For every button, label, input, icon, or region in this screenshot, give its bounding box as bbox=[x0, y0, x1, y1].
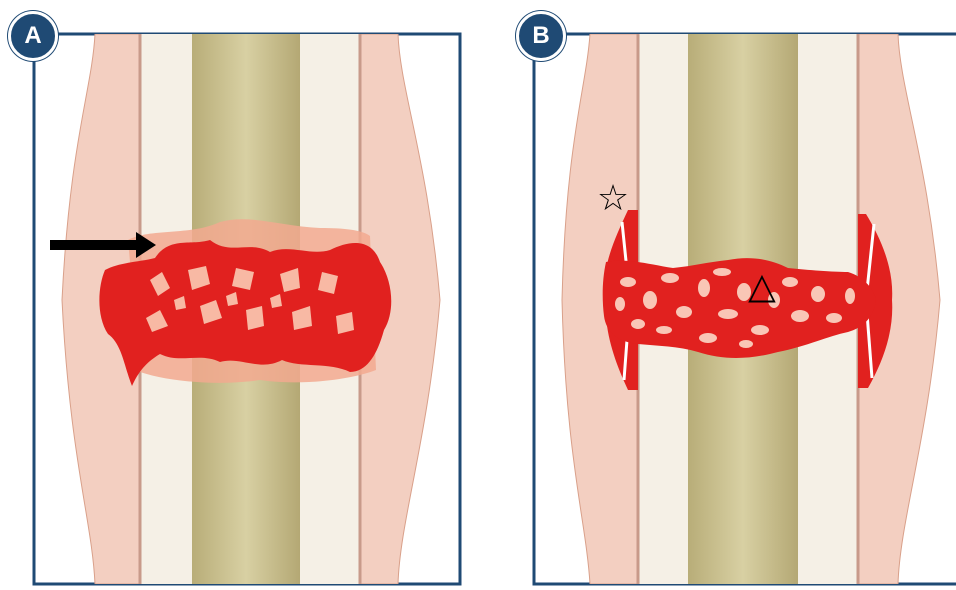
panel-a-illustration bbox=[0, 0, 478, 590]
triangle-marker: △ bbox=[748, 266, 776, 307]
panel-label-a: A bbox=[8, 11, 58, 61]
panel-label-b: B bbox=[516, 11, 566, 61]
star-marker: ☆ bbox=[597, 178, 629, 219]
panel-b-illustration: ☆ △ bbox=[478, 0, 956, 590]
panel-a: A bbox=[0, 0, 478, 590]
panel-b: ☆ △ B bbox=[478, 0, 956, 590]
